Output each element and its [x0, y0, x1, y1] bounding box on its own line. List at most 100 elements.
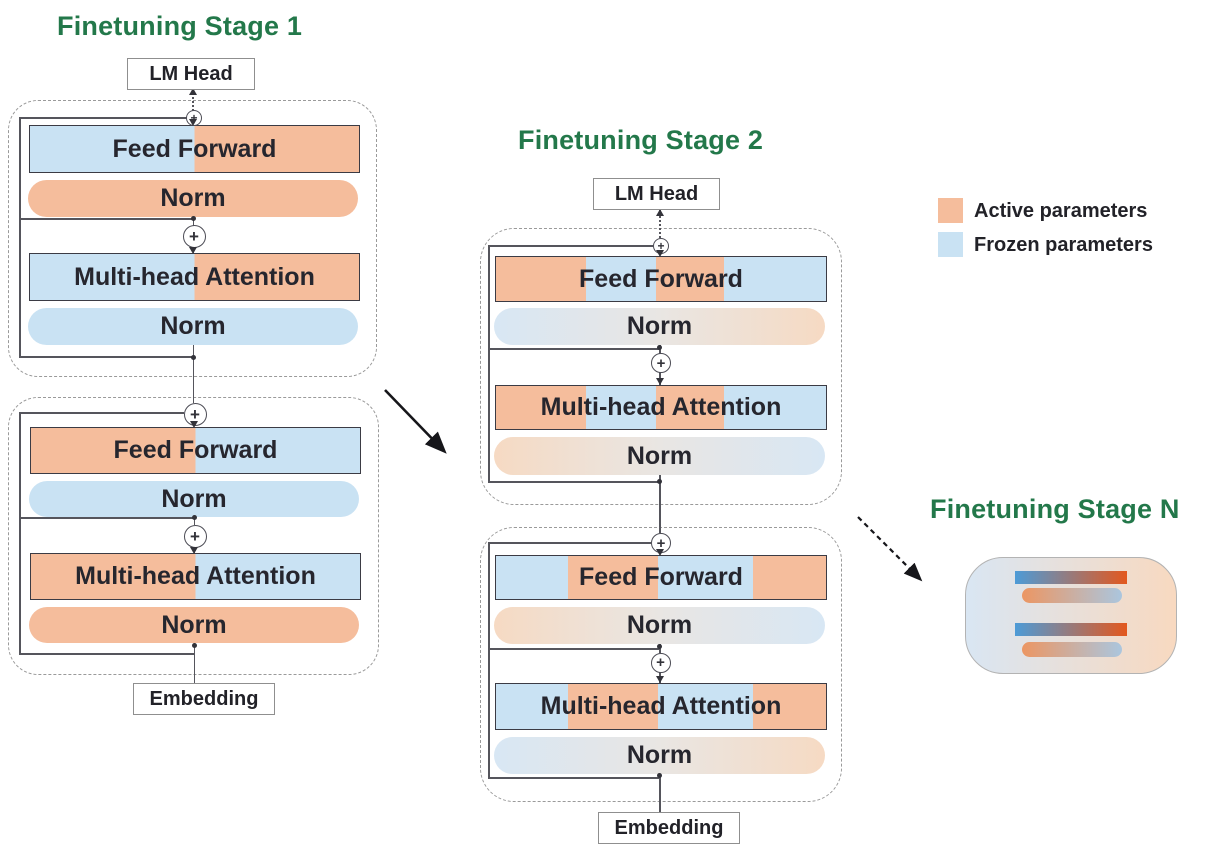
stage1-embedding-junction-dot: [191, 643, 197, 648]
stage1-embedding-label: Embedding: [149, 687, 259, 710]
stage1-lower-skip-mid-line: [19, 517, 195, 519]
stage2-upper-norm2-block: Norm: [494, 437, 825, 475]
stage2-upper-mid-add-icon: +: [651, 353, 671, 373]
stage2-lower-skip-bottom-line: [488, 777, 660, 779]
stage2-upper-bottom-junction-dot: [657, 479, 662, 484]
stage2-upper-mha-arrow-icon: [656, 378, 664, 385]
stage1-upper-ff-arrow-icon: [189, 119, 197, 126]
stage2-upper-mha-block: Multi-head Attention: [495, 385, 827, 430]
norm-label: Norm: [161, 610, 227, 639]
stage1-lower-mha-block: Multi-head Attention: [30, 553, 361, 600]
stageN-bar-4: [1022, 642, 1122, 657]
legend-frozen-label: Frozen parameters: [974, 234, 1153, 256]
feed-forward-label: Feed Forward: [579, 264, 743, 293]
stage1-upper-connector-a: [192, 216, 195, 226]
stage2-upper-junction-dot: [657, 345, 662, 350]
norm-label: Norm: [160, 312, 226, 340]
stage1-embedding-box: Embedding: [133, 683, 275, 715]
stage1-upper-bottom-junction-dot: [190, 355, 196, 360]
norm-label: Norm: [160, 184, 226, 212]
stage2-lmhead-arrow-up-icon: [656, 209, 664, 216]
stage1-to-stage2-arrow: [384, 389, 447, 454]
stage2-upper-skip-bottom-line: [488, 481, 660, 483]
stage1-upper-norm2-block: Norm: [28, 308, 358, 345]
stage2-lower-ff-arrow-icon: [656, 549, 664, 556]
legend-active-swatch: [938, 198, 963, 223]
stage1-lower-skip-top-line: [19, 412, 184, 414]
stage1-lower-mha-arrow-icon: [190, 547, 198, 554]
stage1-lower-skip-left-line: [19, 412, 21, 653]
stage2-title: Finetuning Stage 2: [518, 125, 764, 155]
stage2-upper-skip-mid-line: [488, 348, 660, 350]
stage1-lower-connector-a: [193, 516, 196, 525]
stage2-upper-ff-arrow-icon: [656, 250, 664, 257]
stage1-lower-skip-bottom-line: [19, 653, 195, 655]
stage2-upper-norm1-block: Norm: [494, 308, 825, 345]
mha-label: Multi-head Attention: [74, 262, 315, 291]
stage1-lower-ff-arrow-icon: [190, 421, 198, 428]
stage2-upper-layer-container: [480, 228, 842, 505]
stage2-embedding-box: Embedding: [598, 812, 740, 844]
stage1-upper-mha-arrow-icon: [189, 247, 197, 254]
stage2-lm-head-label: LM Head: [614, 182, 699, 205]
stage1-upper-feed-forward-block: Feed Forward: [29, 125, 360, 173]
norm-label: Norm: [626, 441, 693, 470]
norm-label: Norm: [626, 741, 693, 769]
legend-frozen-swatch: [938, 232, 963, 257]
stage1-upper-skip-top-line: [19, 117, 187, 119]
stage2-between-layers-line: [659, 475, 661, 533]
stage2-embedding-junction-dot: [657, 773, 662, 778]
stage2-lower-layer-container: [480, 527, 842, 802]
stage2-lower-mid-add-icon: +: [650, 652, 671, 673]
stage1-embedding-line: [193, 643, 196, 683]
stage1-title: Finetuning Stage 1: [57, 11, 303, 41]
stage2-lower-skip-left-line: [488, 542, 490, 777]
stage2-lower-norm1-block: Norm: [494, 607, 825, 644]
mha-label: Multi-head Attention: [540, 393, 782, 421]
stage2-upper-skip-top-line: [488, 245, 653, 247]
stage1-upper-skip-bottom-line: [19, 356, 194, 358]
stage1-upper-norm1-block: Norm: [28, 180, 358, 217]
feed-forward-label: Feed Forward: [579, 563, 743, 591]
stage1-lower-norm1-block: Norm: [29, 481, 359, 517]
stage1-lmhead-arrow-up-icon: [189, 88, 197, 95]
stage1-lm-head-label: LM Head: [149, 62, 233, 85]
stage1-lower-mid-add-icon: +: [183, 524, 207, 548]
stage2-lower-feed-forward-block: Feed Forward: [495, 555, 827, 600]
stage1-lm-head-box: LM Head: [127, 58, 255, 90]
stage1-upper-junction-dot: [190, 216, 196, 221]
stage1-lower-norm2-block: Norm: [29, 607, 359, 643]
stage1-upper-mha-block: Multi-head Attention: [29, 253, 360, 301]
stage2-lower-skip-top-line: [488, 542, 651, 544]
stage1-upper-mid-add-icon: +: [182, 224, 206, 248]
stageN-bar-1: [1015, 571, 1127, 584]
stage1-upper-skip-left-line: [19, 117, 21, 357]
stage2-to-stageN-dashed-arrow: [857, 516, 923, 582]
stage1-lower-feed-forward-block: Feed Forward: [30, 427, 361, 474]
stage2-upper-skip-left-line: [488, 245, 490, 482]
norm-label: Norm: [626, 312, 693, 340]
stage1-lower-junction-dot: [191, 515, 197, 520]
feed-forward-label: Feed Forward: [112, 134, 277, 163]
stage2-embedding-label: Embedding: [614, 816, 724, 839]
norm-label: Norm: [161, 484, 227, 513]
norm-label: Norm: [626, 611, 693, 639]
stage2-lower-norm2-block: Norm: [494, 737, 825, 774]
stage2-lower-mha-block: Multi-head Attention: [495, 683, 827, 730]
stage2-upper-feed-forward-block: Feed Forward: [495, 256, 827, 302]
mha-label: Multi-head Attention: [75, 562, 316, 590]
stage2-lm-head-box: LM Head: [593, 178, 720, 210]
stage1-between-layers-line: [192, 344, 195, 403]
stage1-upper-skip-mid-line: [19, 218, 194, 220]
mha-label: Multi-head Attention: [540, 692, 782, 720]
feed-forward-label: Feed Forward: [113, 436, 278, 464]
stageN-bar-2: [1022, 588, 1122, 603]
stage2-lower-skip-mid-line: [488, 648, 660, 650]
stageN-title: Finetuning Stage N: [930, 494, 1180, 524]
stage2-lower-mha-arrow-icon: [656, 676, 664, 683]
stage2-lower-junction-dot: [657, 644, 662, 649]
stage2-lmhead-connector-line: [659, 209, 661, 238]
stage2-embedding-line: [659, 773, 661, 812]
stageN-bar-3: [1015, 623, 1127, 636]
